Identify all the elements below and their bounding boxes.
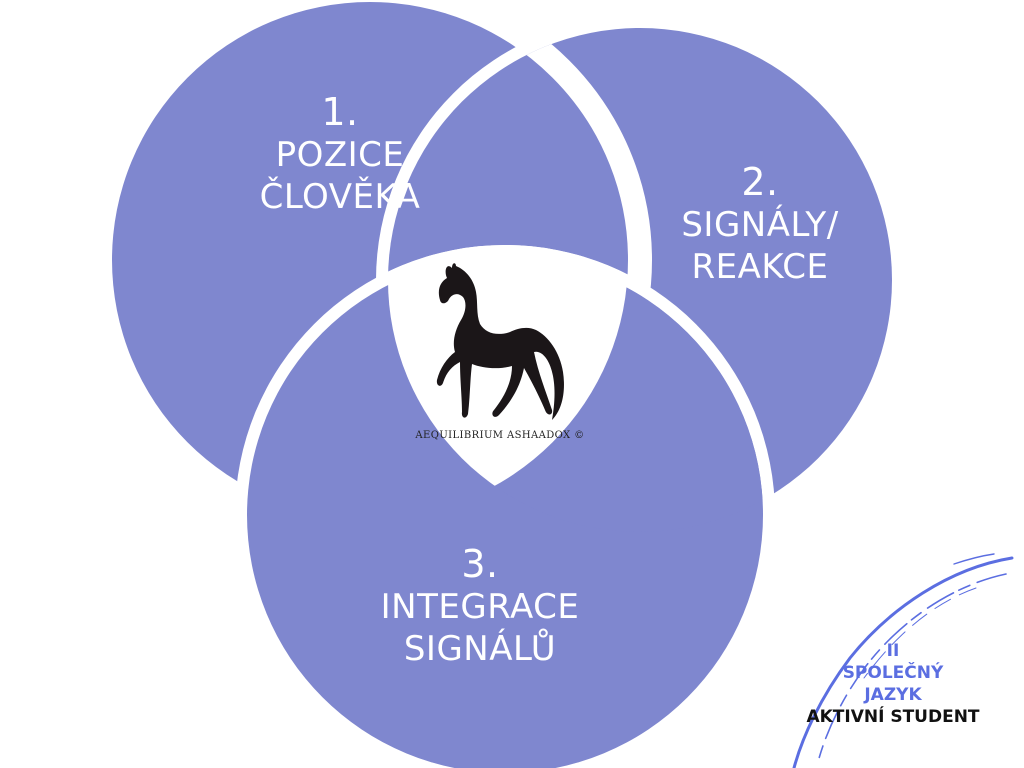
circle-1-line-2: ČLOVĚKA [259,177,421,217]
circle-1-label: 1. POZICE ČLOVĚKA [230,90,450,218]
circle-3-label: 3. INTEGRACE SIGNÁLŮ [350,542,610,670]
circle-3-line-2: SIGNÁLŮ [403,629,557,669]
circle-1-number: 1. [321,90,359,134]
brush-swoosh-icon [792,553,1014,768]
level-badge: II SPOLEČNÝ JAZYK AKTIVNÍ STUDENT [778,640,1008,728]
brand-caption: AEQUILIBRIUM ASHAADOX © [415,430,585,441]
circle-1-weave-gap [388,28,652,532]
circle-1-line-1: POZICE [275,135,405,175]
badge-line-1: SPOLEČNÝ [842,663,944,683]
circle-3-number: 3. [461,542,499,586]
badge-level: II [886,641,900,661]
circle-2-number: 2. [741,160,779,204]
circle-2-line-2: REAKCE [691,247,829,287]
badge-line-2: JAZYK [864,685,922,705]
badge-line-3: AKTIVNÍ STUDENT [806,707,980,727]
horse-logo-icon [436,263,564,420]
circle-3-line-1: INTEGRACE [380,587,580,627]
circle-2-label: 2. SIGNÁLY/ REAKCE [640,160,880,288]
circle-2-line-1: SIGNÁLY/ [681,205,839,245]
